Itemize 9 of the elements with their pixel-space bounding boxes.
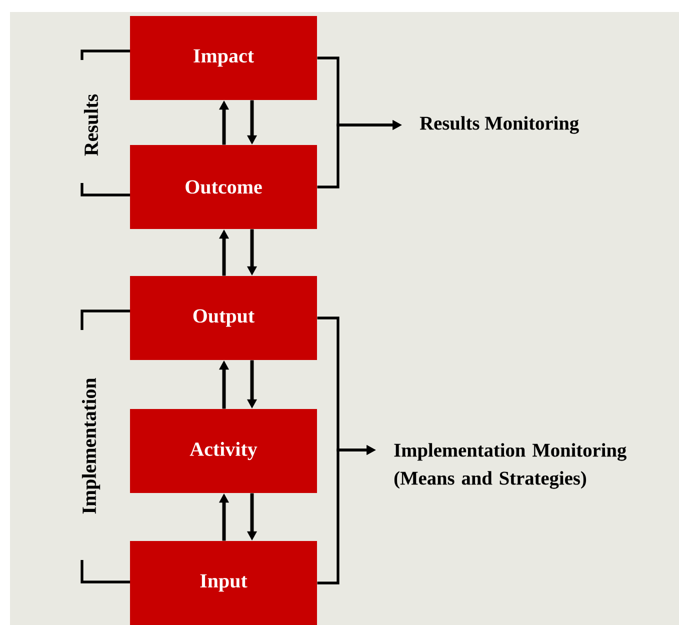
monitoring-label: Implementation Monitoring (Means and Strategies) <box>394 443 626 489</box>
process-box: Outcome <box>130 145 317 229</box>
bracket-label: Implementation <box>82 378 100 514</box>
bracket-label: Results <box>84 94 98 156</box>
process-box: Impact <box>130 16 317 100</box>
process-box: Activity <box>130 409 317 493</box>
process-box: Output <box>130 276 317 360</box>
process-box: Input <box>130 541 317 625</box>
monitoring-label: Results Monitoring <box>420 116 579 134</box>
